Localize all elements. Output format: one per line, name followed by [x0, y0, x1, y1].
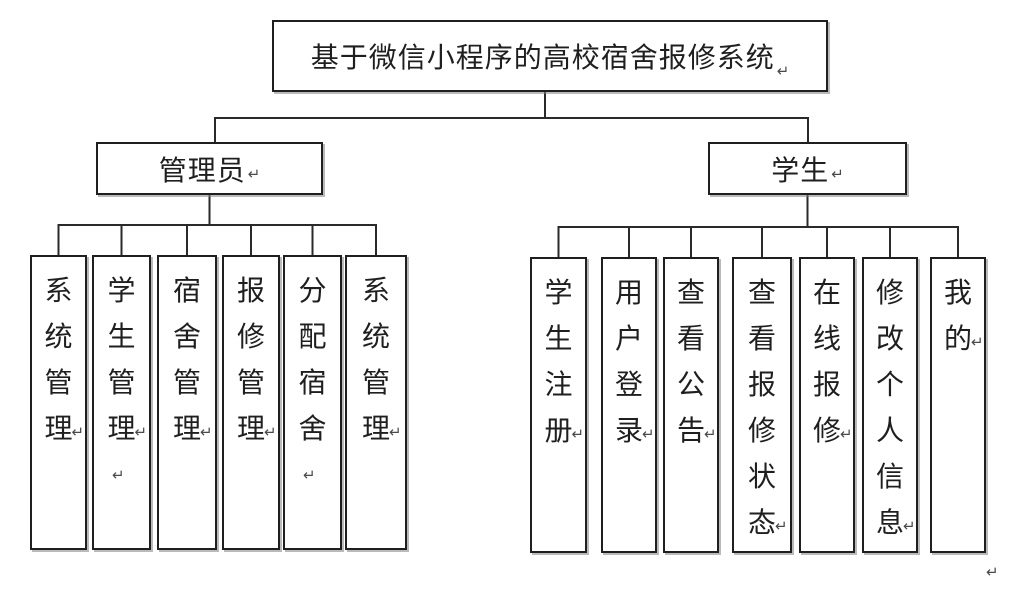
leaf-char: 生	[107, 320, 136, 353]
leaf-char: 报	[236, 274, 265, 307]
leaf-char: 管	[236, 366, 265, 399]
leaf-char: 册↵	[532, 408, 585, 454]
leaf-char: 看	[747, 322, 776, 355]
leaf-char: 学	[544, 276, 573, 309]
paragraph-return-mark: ↵	[903, 517, 916, 535]
admin-node-student-management: 学生管理↵↵	[92, 255, 151, 550]
leaf-char: 系	[361, 274, 390, 307]
leaf-char: 管	[172, 366, 201, 399]
leaf-char: 改	[875, 322, 904, 355]
branch-node-student: 学生↵	[708, 142, 907, 195]
leaf-char: 修	[236, 320, 265, 353]
leaf-char: 我	[943, 276, 972, 309]
paragraph-return-mark: ↵	[704, 425, 717, 443]
root-node-label: 基于微信小程序的高校宿舍报修系统	[310, 41, 775, 74]
leaf-char: 查	[676, 276, 705, 309]
leaf-char: 配	[298, 320, 327, 353]
paragraph-return-mark: ↵	[775, 517, 788, 535]
leaf-char: 宿	[172, 274, 201, 307]
leaf-char: 的↵	[932, 316, 984, 362]
paragraph-return-mark: ↵	[776, 62, 790, 80]
leaf-char: 宿	[298, 366, 327, 399]
leaf-char: 状	[747, 460, 776, 493]
paragraph-return-mark: ↵	[571, 425, 585, 443]
leaf-char: 管	[107, 366, 136, 399]
leaf-char: 理↵	[347, 406, 405, 452]
paragraph-return-mark: ↵	[247, 165, 261, 183]
leaf-char: 人	[875, 414, 904, 447]
leaf-char: 注	[544, 368, 573, 401]
branch-student-label: 学生	[771, 153, 830, 187]
leaf-char: 理↵	[159, 406, 215, 452]
leaf-char: 统	[361, 320, 390, 353]
leaf-char: 分	[298, 274, 327, 307]
leaf-char: 管	[44, 366, 73, 399]
admin-node-system-management-2: 系统管理↵	[345, 255, 407, 550]
paragraph-return-mark: ↵	[264, 423, 277, 441]
leaf-char: 学	[107, 274, 136, 307]
paragraph-return-mark: ↵	[71, 423, 85, 441]
paragraph-return-mark: ↵	[134, 423, 148, 441]
leaf-char: 查	[747, 276, 776, 309]
leaf-char: 态↵	[734, 500, 790, 546]
student-node-login: 用户登录↵	[601, 257, 657, 553]
branch-admin-label: 管理员	[158, 153, 246, 187]
leaf-char: 告↵	[665, 408, 717, 454]
leaf-char: 息↵	[864, 500, 916, 546]
extra-paragraph-return-line: ↵	[94, 452, 149, 498]
paragraph-return-mark: ↵	[642, 425, 655, 443]
leaf-char: 修↵	[801, 408, 853, 454]
leaf-char: 理↵	[32, 406, 85, 452]
leaf-char: 个	[875, 368, 904, 401]
leaf-char: 登	[614, 368, 643, 401]
paragraph-return-mark: ↵	[840, 425, 853, 443]
extra-paragraph-return-line: ↵	[285, 452, 340, 498]
leaf-char: 系	[44, 274, 73, 307]
admin-node-dorm-management: 宿舍管理↵	[157, 255, 217, 550]
branch-node-admin: 管理员↵	[96, 142, 323, 195]
leaf-char: 报	[812, 368, 841, 401]
leaf-char: 生	[544, 322, 573, 355]
leaf-char: 统	[44, 320, 73, 353]
leaf-char: 看	[676, 322, 705, 355]
paragraph-return-mark: ↵	[389, 423, 402, 441]
leaf-char: 户	[614, 322, 643, 355]
student-node-register: 学生注册↵	[530, 257, 587, 553]
admin-node-system-management: 系统管理↵	[30, 255, 87, 550]
leaf-char: 修	[747, 414, 776, 447]
student-node-online-repair: 在线报修↵	[799, 257, 855, 553]
leaf-char: 用	[614, 276, 643, 309]
page-trailing-return-mark: ↵	[986, 563, 999, 581]
leaf-char: 修	[875, 276, 904, 309]
student-node-view-repair-status: 查看报修状态↵	[732, 257, 792, 553]
leaf-char: 录↵	[603, 408, 655, 454]
student-node-edit-profile: 修改个人信息↵	[862, 257, 918, 553]
leaf-char: 理↵	[94, 406, 149, 452]
leaf-char: 报	[747, 368, 776, 401]
paragraph-return-mark: ↵	[831, 165, 844, 183]
paragraph-return-mark: ↵	[200, 423, 213, 441]
leaf-char: 公	[676, 368, 705, 401]
admin-node-repair-management: 报修管理↵	[222, 255, 280, 550]
leaf-char: 舍	[298, 412, 327, 445]
student-node-view-announcements: 查看公告↵	[663, 257, 719, 553]
paragraph-return-mark: ↵	[303, 466, 316, 484]
student-node-mine: 我的↵	[930, 257, 986, 553]
leaf-char: 管	[361, 366, 390, 399]
leaf-char: 信	[875, 460, 904, 493]
leaf-char: 在	[812, 276, 841, 309]
paragraph-return-mark: ↵	[112, 466, 125, 484]
paragraph-return-mark: ↵	[971, 333, 984, 351]
root-node-system-title: 基于微信小程序的高校宿舍报修系统↵	[272, 20, 828, 92]
admin-node-assign-dorm: 分配宿舍 ↵	[283, 255, 342, 550]
leaf-char: 线	[812, 322, 841, 355]
leaf-char: 理↵	[224, 406, 278, 452]
leaf-char: 舍	[172, 320, 201, 353]
